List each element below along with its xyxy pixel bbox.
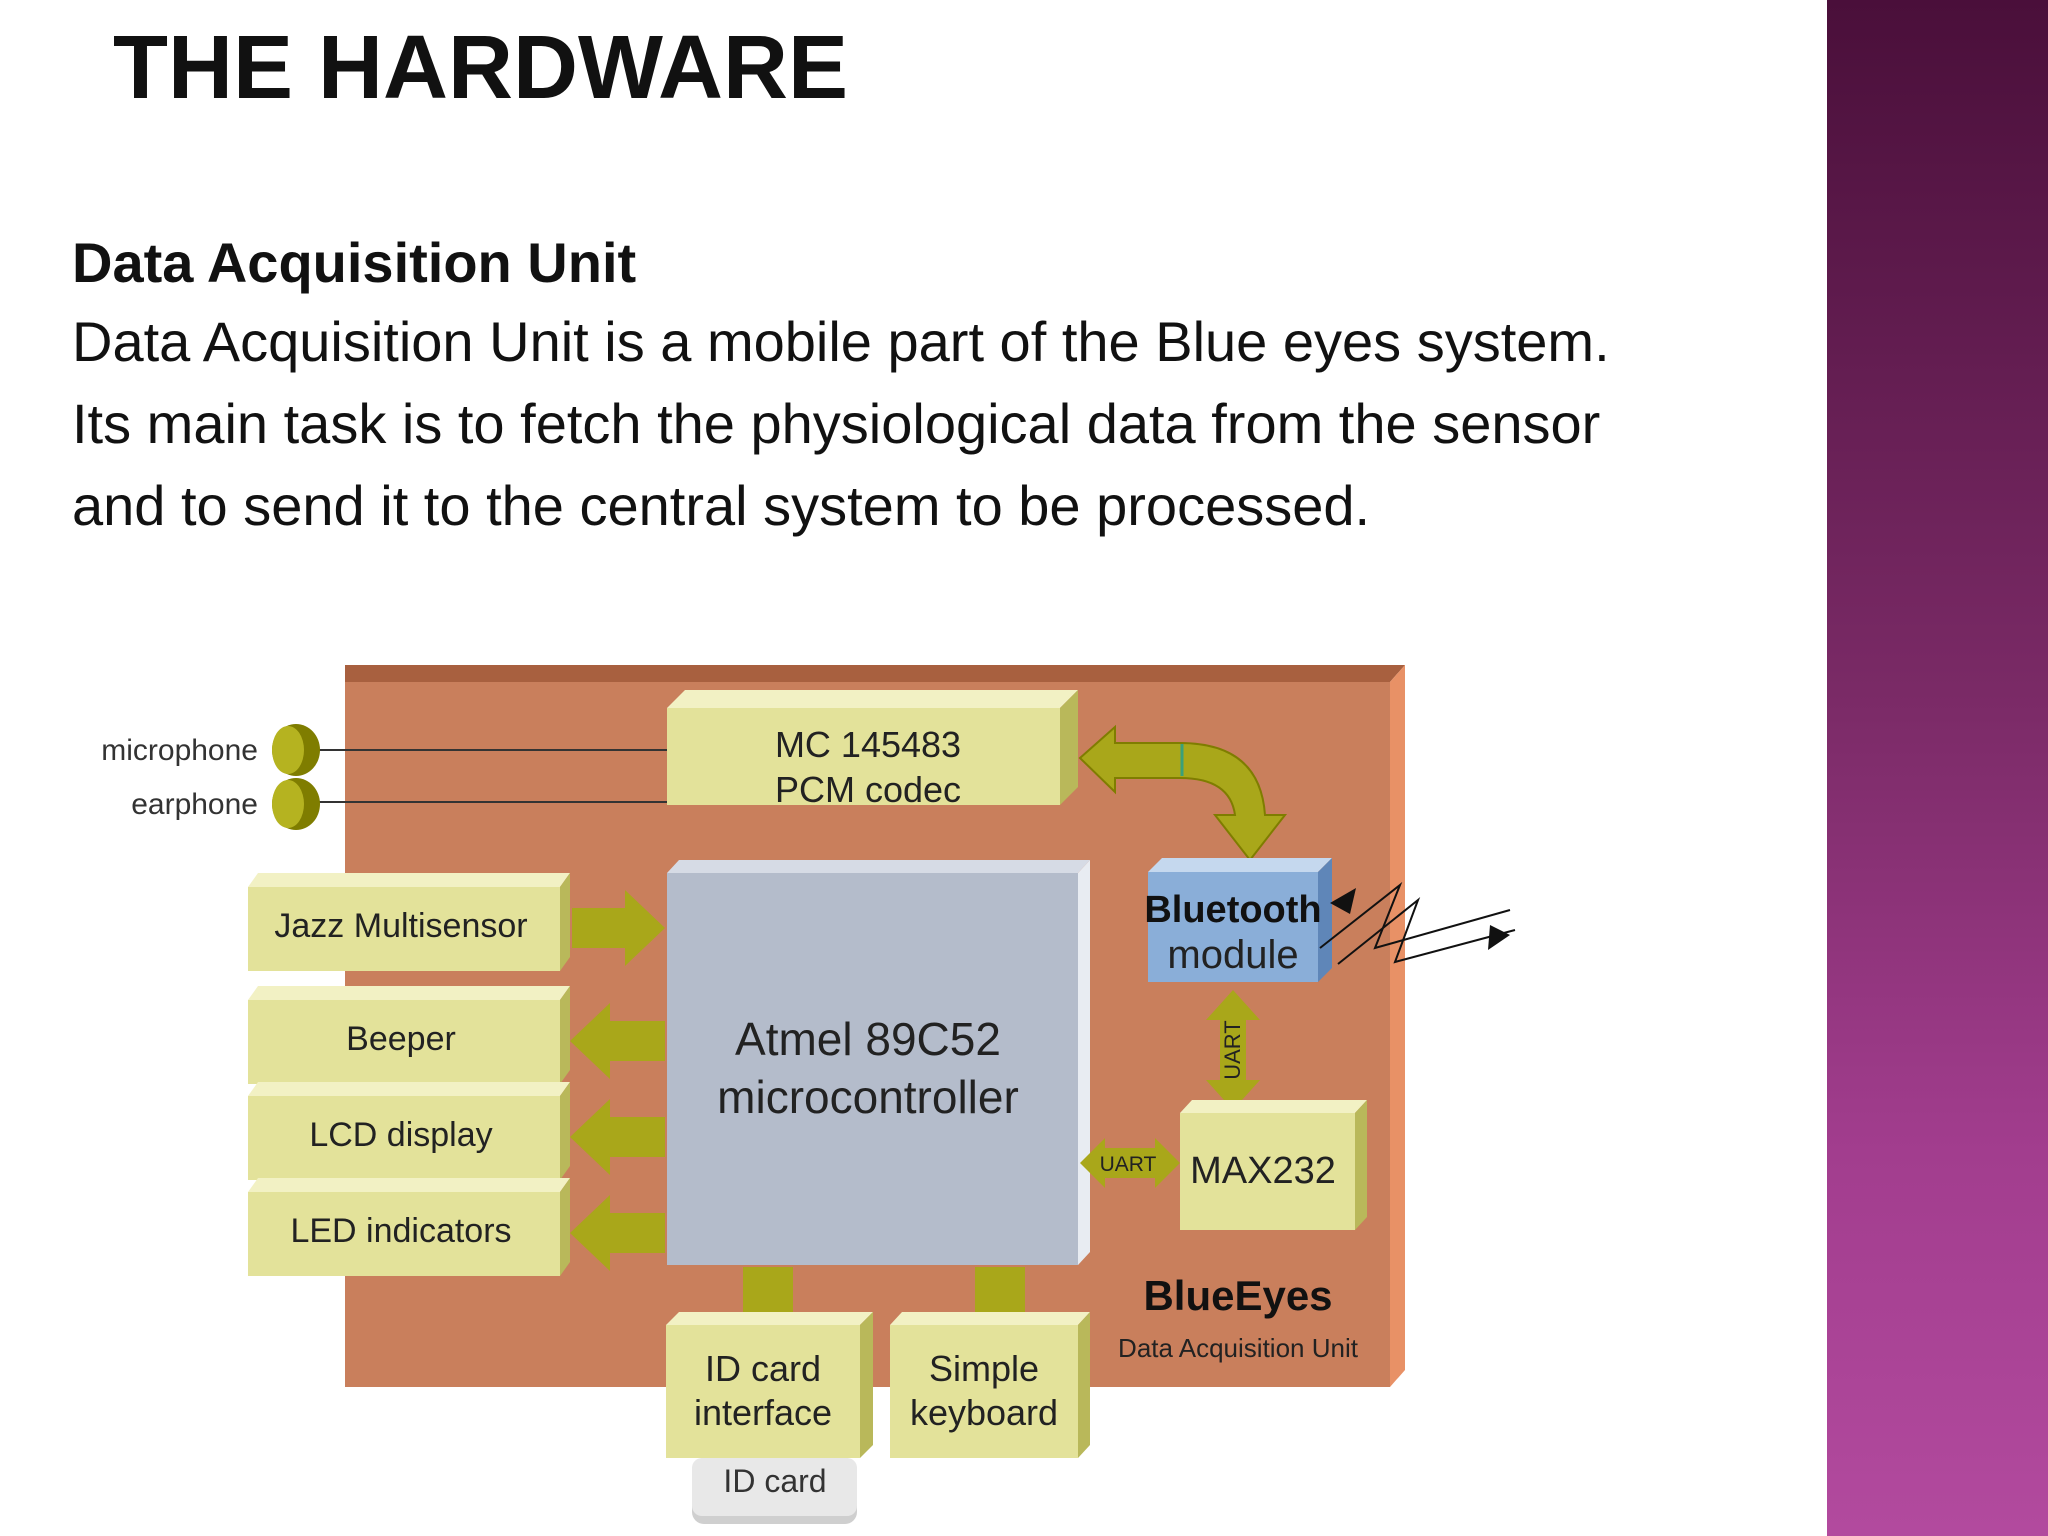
bluetooth-label-line-2: module bbox=[1167, 933, 1298, 977]
audio-jacks: microphone earphone bbox=[101, 724, 670, 830]
microcontroller-block: Atmel 89C52 microcontroller bbox=[667, 860, 1090, 1265]
led-indicators-label: LED indicators bbox=[290, 1212, 511, 1250]
slide-title: THE HARDWARE bbox=[113, 18, 848, 118]
paragraph-line-3: and to send it to the central system to … bbox=[72, 474, 1371, 537]
earphone-label: earphone bbox=[131, 788, 258, 821]
paragraph-line-2: Its main task is to fetch the physiologi… bbox=[72, 392, 1601, 455]
jazz-multisensor-label: Jazz Multisensor bbox=[274, 907, 527, 945]
mcu-label-line-1: Atmel 89C52 bbox=[735, 1013, 1001, 1065]
brand-subtitle: Data Acquisition Unit bbox=[1118, 1333, 1359, 1363]
id-card-interface-block: ID card interface bbox=[666, 1312, 873, 1458]
codec-bluetooth-arrow bbox=[1078, 724, 1288, 862]
uart-horizontal-arrow: UART bbox=[1080, 1138, 1180, 1188]
hardware-block-diagram: microphone earphone MC 145483 PCM codec … bbox=[101, 665, 1516, 1524]
content-text: Data Acquisition Unit Data Acquisition U… bbox=[72, 225, 1832, 547]
paragraph-line-1: Data Acquisition Unit is a mobile part o… bbox=[72, 310, 1610, 373]
keyboard-label-line-1: Simple bbox=[929, 1348, 1039, 1389]
uart-vertical-arrow: UART bbox=[1206, 990, 1260, 1110]
wireless-signal-icon bbox=[1319, 881, 1516, 965]
codec-label-line-1: MC 145483 bbox=[775, 724, 961, 765]
bluetooth-label-line-1: Bluetooth bbox=[1144, 889, 1321, 931]
beeper-label: Beeper bbox=[346, 1020, 456, 1058]
brand: BlueEyes Data Acquisition Unit bbox=[1118, 1272, 1359, 1363]
id-interface-label-line-2: interface bbox=[694, 1392, 832, 1433]
beeper-block: Beeper bbox=[248, 986, 665, 1084]
simple-keyboard-block: Simple keyboard bbox=[890, 1312, 1090, 1458]
brand-name: BlueEyes bbox=[1143, 1272, 1332, 1319]
id-interface-label-line-1: ID card bbox=[705, 1348, 821, 1389]
lcd-display-block: LCD display bbox=[248, 1082, 665, 1180]
codec-block: MC 145483 PCM codec bbox=[667, 690, 1078, 810]
keyboard-label-line-2: keyboard bbox=[910, 1392, 1058, 1433]
uart-horizontal-label: UART bbox=[1100, 1153, 1157, 1176]
id-card-label: ID card bbox=[723, 1463, 826, 1499]
uart-vertical-label: UART bbox=[1220, 1020, 1245, 1080]
microphone-label: microphone bbox=[101, 734, 258, 767]
max232-block: MAX232 bbox=[1180, 1100, 1367, 1230]
jazz-multisensor-block: Jazz Multisensor bbox=[248, 873, 665, 971]
bluetooth-block: Bluetooth module bbox=[1144, 858, 1332, 982]
id-card: ID card bbox=[692, 1458, 857, 1524]
max232-label: MAX232 bbox=[1190, 1150, 1336, 1192]
section-heading: Data Acquisition Unit bbox=[72, 231, 637, 294]
mcu-label-line-2: microcontroller bbox=[717, 1071, 1019, 1123]
lcd-display-label: LCD display bbox=[309, 1116, 492, 1154]
led-indicators-block: LED indicators bbox=[248, 1178, 665, 1276]
codec-label-line-2: PCM codec bbox=[775, 769, 961, 810]
side-decoration-band bbox=[1827, 0, 2048, 1536]
